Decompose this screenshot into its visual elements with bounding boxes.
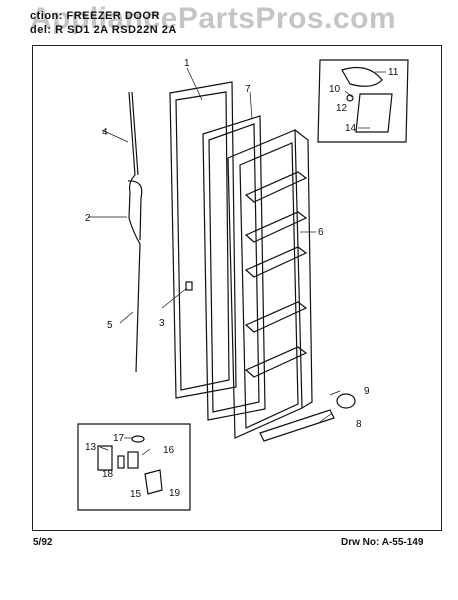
drawing-number: Drw No: A-55-149 (341, 537, 424, 548)
callout-5: 5 (107, 320, 113, 331)
diagram-frame (32, 45, 442, 531)
door-panel (169, 81, 237, 399)
callout-15: 15 (130, 489, 142, 500)
handle-strip (128, 91, 141, 373)
callout-16: 16 (163, 445, 175, 456)
part-9 (336, 393, 356, 409)
callout-7: 7 (245, 84, 251, 95)
section-label: ction: FREEZER DOOR (30, 10, 160, 22)
callout-18: 18 (102, 469, 114, 480)
callout-19: 19 (169, 488, 181, 499)
revision-date: 5/92 (33, 537, 53, 548)
callout-14: 14 (345, 123, 357, 134)
callout-1: 1 (184, 58, 190, 69)
bottom-trim (259, 409, 335, 442)
part-3 (185, 281, 193, 291)
inset-hinge-box (317, 59, 409, 143)
callout-17: 17 (113, 433, 125, 444)
door-gasket (202, 115, 266, 421)
callout-9: 9 (364, 386, 370, 397)
callout-10: 10 (329, 84, 341, 95)
callout-11: 11 (388, 67, 399, 78)
model-label: del: R SD1 2A RSD22N 2A (30, 24, 177, 36)
callout-2: 2 (85, 213, 91, 224)
callout-6: 6 (318, 227, 324, 238)
callout-12: 12 (336, 103, 348, 114)
watermark: AppliancePartsPros.com (30, 2, 397, 35)
callout-13: 13 (85, 442, 97, 453)
callout-3: 3 (159, 318, 165, 329)
callout-4: 4 (102, 127, 108, 138)
callout-8: 8 (356, 419, 362, 430)
inset-bracket-box (77, 423, 191, 511)
